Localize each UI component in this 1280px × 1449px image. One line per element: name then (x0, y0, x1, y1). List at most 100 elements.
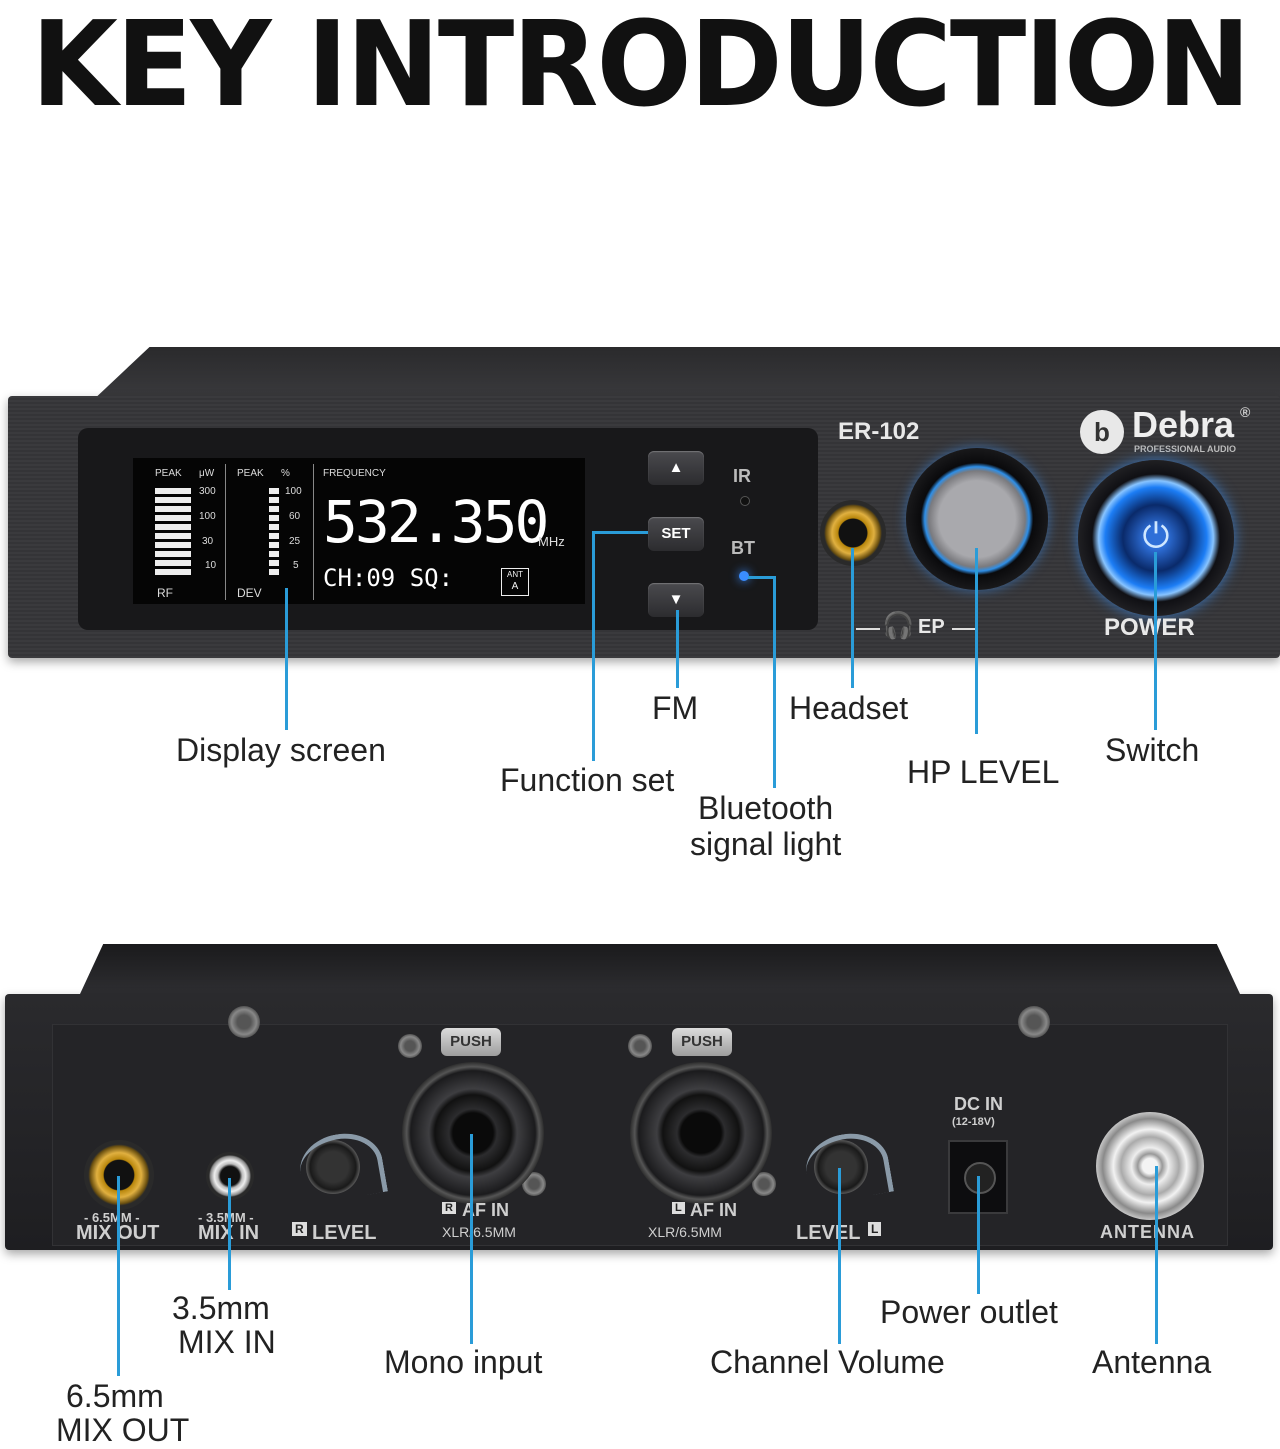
callout-line-fm (676, 610, 679, 688)
l-af-in-xlr[interactable] (630, 1062, 772, 1204)
callout-line-switch (1154, 552, 1157, 730)
rf-bar (155, 515, 191, 521)
dev-bar (269, 524, 279, 530)
front-device-top (90, 347, 1280, 403)
dev-bar (269, 560, 279, 566)
callout-line-hp-level (975, 548, 978, 734)
label-antenna: Antenna (1092, 1344, 1212, 1380)
rf-bar (155, 488, 191, 494)
rf-bar (155, 551, 191, 557)
rf-meter (155, 488, 191, 578)
mhz-unit: MHz (538, 534, 565, 549)
callout-line-channel-volume (838, 1168, 841, 1344)
mix-out-size: - 6.5MM - (84, 1210, 140, 1225)
lcd-divider (313, 464, 314, 600)
ep-line-right (952, 628, 976, 630)
label-function-set: Function set (500, 762, 675, 798)
callout-line-function-set (592, 531, 595, 761)
r-xlr-label: XLR/6.5MM (442, 1224, 516, 1240)
dev-scale-5: 5 (293, 560, 299, 571)
ant-value: A (511, 581, 519, 592)
r-level-pot[interactable] (306, 1140, 360, 1194)
dev-scale-25: 25 (289, 536, 301, 547)
label-mix-in-1: 3.5mm (172, 1290, 270, 1326)
label-headset: Headset (789, 690, 909, 726)
label-display-screen: Display screen (176, 732, 386, 768)
dev-bar (269, 569, 279, 575)
up-button[interactable]: ▲ (648, 451, 704, 485)
label-bluetooth-1: Bluetooth (698, 790, 834, 826)
r-level-label: LEVEL (312, 1222, 377, 1244)
r-level-badge: R (292, 1222, 307, 1236)
frequency-label: FREQUENCY (323, 468, 386, 479)
l-af-badge: L (672, 1202, 685, 1214)
rf-unit-label: μW (199, 468, 215, 479)
label-fm: FM (652, 690, 699, 726)
label-mix-in-2: MIX IN (178, 1324, 276, 1360)
page-title: KEY INTRODUCTION (31, 0, 1251, 134)
channel-readout: CH:09 SQ: (323, 564, 454, 592)
r-push-tab[interactable]: PUSH (441, 1028, 501, 1056)
r-af-badge: R (442, 1202, 456, 1214)
ep-label: EP (918, 616, 945, 638)
rf-bar (155, 497, 191, 503)
set-button[interactable]: SET (648, 517, 704, 551)
dev-bar (269, 551, 279, 557)
brand-logo-icon: b (1080, 410, 1124, 454)
dc-in-label: DC IN (954, 1094, 1003, 1114)
callout-line-bluetooth (773, 576, 776, 788)
model-label: ER-102 (838, 418, 920, 445)
r-af-in-xlr[interactable] (402, 1062, 544, 1204)
callout-line-display (285, 588, 288, 730)
label-hp-level: HP LEVEL (907, 754, 1060, 790)
dev-bar (269, 488, 279, 494)
ep-line-left (856, 628, 880, 630)
dev-bar (269, 497, 279, 503)
screw-icon (398, 1034, 422, 1058)
rf-label: RF (157, 586, 173, 600)
dev-bar (269, 533, 279, 539)
screw-icon (1018, 1006, 1050, 1038)
callout-line-mix-out (117, 1176, 120, 1376)
label-switch: Switch (1105, 732, 1200, 768)
dev-peak-label: PEAK (237, 468, 264, 479)
dev-scale-60: 60 (289, 511, 301, 522)
callout-line-headset (851, 548, 854, 688)
dev-bar (269, 506, 279, 512)
rf-bar (155, 569, 191, 575)
label-mix-out-1: 6.5mm (66, 1378, 164, 1414)
dev-unit-label: % (281, 468, 290, 479)
rf-scale-100: 100 (199, 511, 216, 522)
rf-scale-10: 10 (205, 560, 217, 571)
ant-label: ANT (507, 570, 523, 579)
antenna-connector[interactable] (1096, 1112, 1204, 1220)
dc-socket-hole (964, 1162, 996, 1194)
l-level-badge: L (868, 1222, 882, 1236)
bt-label: BT (731, 538, 755, 558)
antenna-panel-label: ANTENNA (1100, 1222, 1195, 1242)
power-label: POWER (1104, 614, 1195, 641)
rf-bar (155, 506, 191, 512)
l-xlr-label: XLR/6.5MM (648, 1224, 722, 1240)
antenna-indicator: ANT A (501, 568, 529, 596)
l-level-pot[interactable] (814, 1140, 868, 1194)
rf-scale-300: 300 (199, 486, 216, 497)
screw-icon (228, 1006, 260, 1038)
label-mono-input: Mono input (384, 1344, 543, 1380)
rf-bar (155, 533, 191, 539)
callout-line-bluetooth-h (748, 576, 776, 579)
r-af-in-label: AF IN (462, 1200, 509, 1220)
display-screen: PEAK μW 300 100 30 10 RF PEAK % (133, 458, 585, 604)
rf-bar (155, 542, 191, 548)
brand-subtitle: PROFESSIONAL AUDIO (1134, 444, 1237, 454)
label-mix-out-2: MIX OUT (56, 1412, 190, 1448)
dev-bar (269, 542, 279, 548)
callout-line-mix-in (228, 1178, 231, 1290)
label-channel-volume: Channel Volume (710, 1344, 945, 1380)
rf-scale-30: 30 (202, 536, 214, 547)
headphone-icon: 🎧 (882, 610, 915, 640)
callout-line-function-set-h (592, 531, 648, 534)
dev-label: DEV (237, 586, 262, 600)
l-push-tab[interactable]: PUSH (672, 1028, 732, 1056)
registered-mark: ® (1240, 404, 1251, 420)
